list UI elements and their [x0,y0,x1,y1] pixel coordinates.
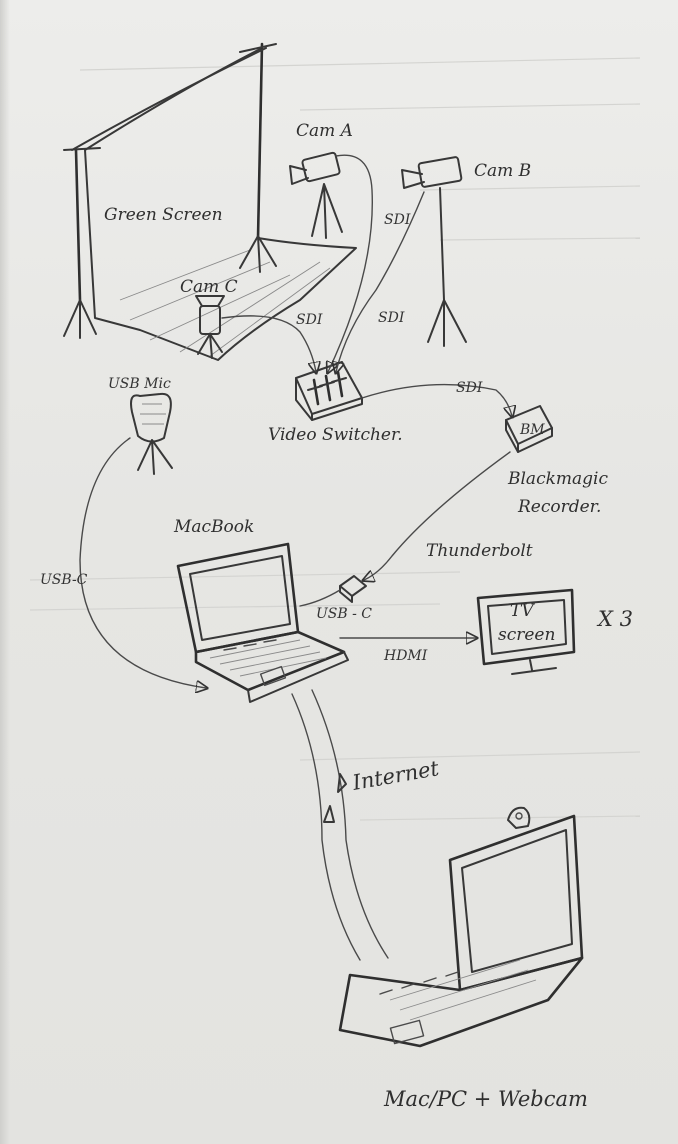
internet-arrow-up [323,805,335,823]
tv-screen [476,588,576,675]
remote-computer [338,814,584,1048]
cam-c [195,295,225,359]
blackmagic-label-1: Blackmagic [507,469,608,489]
cable-sdi-recorder [361,383,512,416]
faint-bleed-lines [29,57,641,821]
usb-mic-label: USB Mic [108,376,171,392]
cable-sdi-cam-b [336,191,425,372]
sdi-cam-c-label: SDI [296,312,323,328]
internet-band-right [311,689,389,959]
internet-label: Internet [350,756,441,795]
usb-c-hub-label: USB - C [316,606,372,622]
cam-c-label: Cam C [180,277,238,297]
sdi-recorder-label: SDI [456,380,483,396]
paper-edge [0,0,10,1144]
cam-b [401,156,467,347]
cam-a-label: Cam A [296,121,353,141]
cable-sdi-cam-a [328,154,374,372]
internet-arrow-down [337,773,347,793]
tv-label-2: screen [498,625,555,645]
thunderbolt-label: Thunderbolt [426,541,533,561]
cable-thunderbolt [364,451,511,580]
cable-usb-c-mic [79,437,206,688]
green-screen-label: Green Screen [104,205,223,225]
cable-usb-c-hub [299,589,341,607]
hdmi-label: HDMI [383,648,428,664]
sdi-cam-b-label: SDI [378,310,405,326]
internet-band-left [291,693,361,961]
green-screen [63,42,357,361]
macbook [176,542,349,703]
blackmagic-recorder [505,405,553,453]
cam-b-label: Cam B [474,161,531,181]
connections [79,154,512,961]
usb-c-mic-label: USB-C [40,572,88,588]
tv-label-1: TV [510,601,535,621]
tv-count-label: X 3 [596,607,633,631]
usb-mic [130,392,173,475]
bm-box-label: BM [519,422,545,438]
sdi-cam-a-label: SDI [384,212,411,228]
cam-a [289,151,343,239]
video-switcher-label: Video Switcher. [268,425,403,445]
cable-sdi-cam-c [221,315,316,372]
macbook-label: MacBook [173,517,254,537]
remote-label: Mac/PC + Webcam [383,1087,588,1111]
usb-c-hub [339,575,367,603]
webcam [507,806,531,829]
blackmagic-label-2: Recorder. [517,497,601,517]
